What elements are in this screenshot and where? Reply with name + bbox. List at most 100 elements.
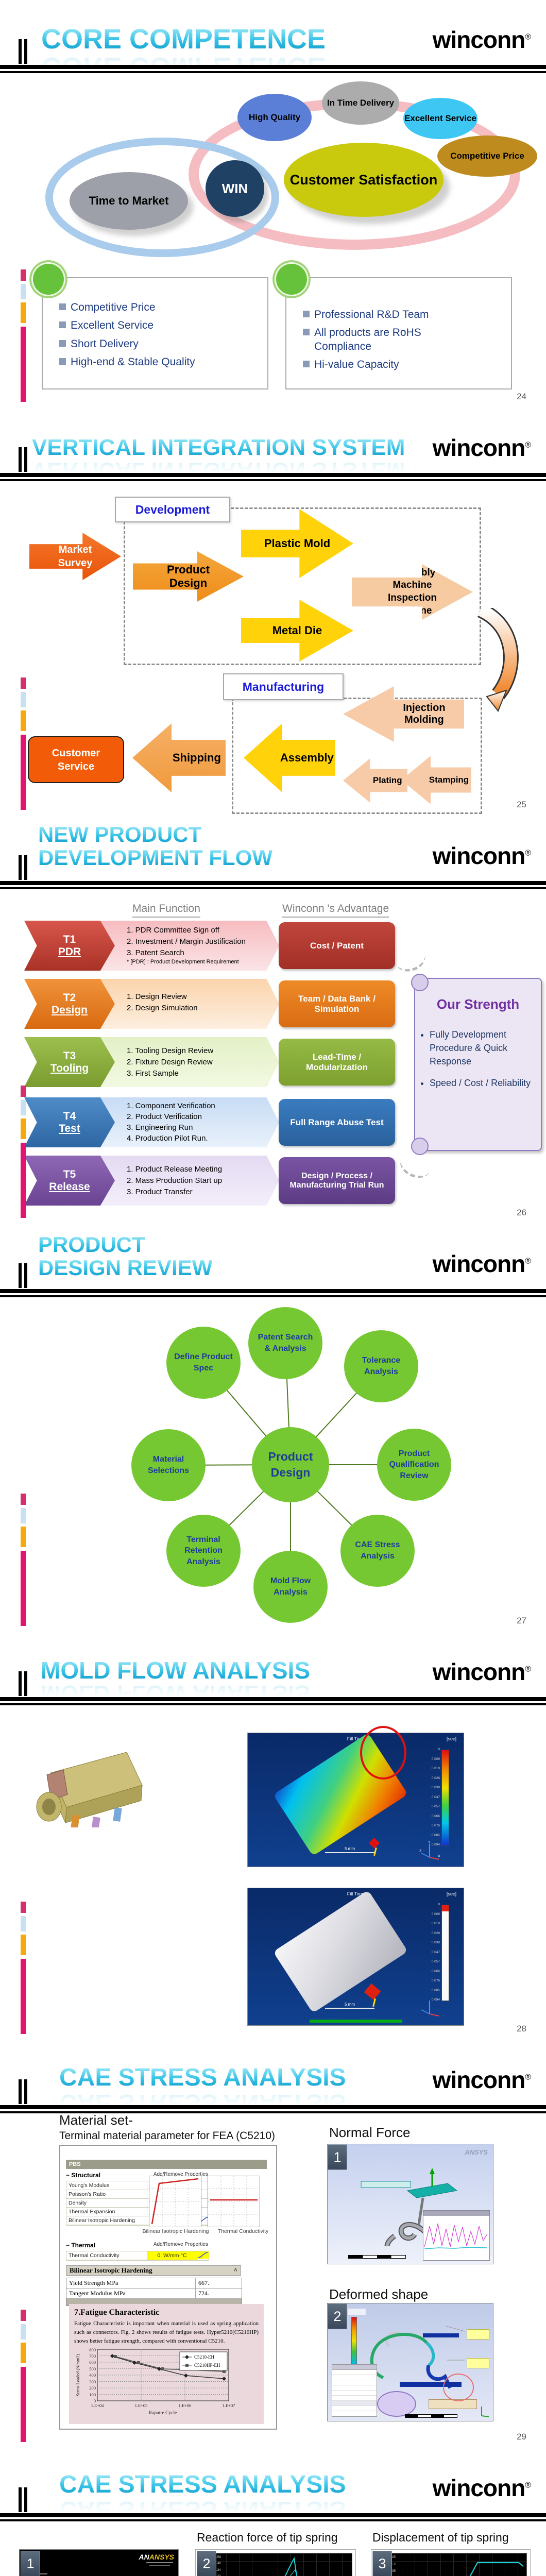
bullet-item: All products are RoHS Compliance bbox=[303, 326, 473, 353]
y-ticks: .58.46.34 .22.1-.02 -.14-.26-.38 -.5 bbox=[216, 2555, 221, 2576]
sidebar-accent-magenta bbox=[21, 2367, 26, 2442]
svg-text:400: 400 bbox=[89, 2372, 96, 2378]
structural-section: − Structural Add/Remove Properties bbox=[66, 2172, 208, 2179]
figure-badge: 1 bbox=[21, 2551, 40, 2576]
chart-caption: Bilinear Isotropic Hardening bbox=[142, 2228, 209, 2234]
green-dot-icon bbox=[33, 264, 64, 295]
bullet-item: Professional R&D Team bbox=[303, 308, 511, 321]
header-accent-bars bbox=[19, 447, 27, 472]
winconn-logo: winconn® bbox=[432, 842, 531, 869]
title-text: CAE STRESS ANALYSIS bbox=[59, 2064, 346, 2091]
customer-service-box: Customer Service bbox=[28, 736, 124, 783]
column-main-function: Main Function bbox=[132, 903, 200, 918]
chart-caption: Thermal Conductivity bbox=[217, 2228, 269, 2234]
node-mold-flow: Mold Flow Analysis bbox=[253, 1551, 328, 1623]
svg-text:Y: Y bbox=[428, 1841, 431, 1844]
result-mini-table bbox=[332, 2364, 377, 2417]
node-product-qualification: Product Qualification Review bbox=[377, 1429, 451, 1501]
header-rule-thick bbox=[0, 1697, 546, 1701]
sidebar-accent-magenta bbox=[21, 1551, 26, 1626]
dashed-connector bbox=[391, 941, 429, 976]
sidebar-accent-blue bbox=[21, 692, 26, 707]
sidebar-accent-pink bbox=[21, 677, 26, 689]
header-accent-bars bbox=[19, 39, 27, 64]
page-title: VERTICAL INTEGRATION SYSTEM VERTICAL INT… bbox=[32, 435, 405, 483]
sidebar-accent-magenta bbox=[21, 1143, 26, 1218]
node-define-product-spec: Define Product Spec bbox=[166, 1327, 241, 1399]
svg-text:1.E+06: 1.E+06 bbox=[179, 2403, 192, 2408]
svg-text:Z: Z bbox=[419, 1850, 422, 1853]
manufacturing-label: Manufacturing bbox=[223, 673, 344, 700]
curve-icon bbox=[197, 2251, 209, 2259]
title-reflection: MOLD FLOW ANALYSIS bbox=[41, 1680, 311, 1707]
bullet-item: Competitive Price bbox=[59, 301, 267, 314]
winconn-logo: winconn® bbox=[432, 2475, 531, 2501]
page-number: 27 bbox=[517, 1616, 526, 1625]
svg-text:0: 0 bbox=[94, 2398, 96, 2403]
winconn-logo: winconn® bbox=[432, 1250, 531, 1277]
ansys-watermark: ANSYS bbox=[465, 2148, 488, 2156]
legend-header bbox=[348, 2309, 366, 2315]
our-strength-scroll: Our Strength Fully Development Procedure… bbox=[411, 974, 542, 1155]
sidebar-accent-blue bbox=[21, 1508, 26, 1523]
sidebar-accent-orange bbox=[21, 2343, 26, 2363]
sidebar-accent-blue bbox=[21, 284, 26, 299]
bubble-time-to-market: Time to Market bbox=[70, 172, 188, 230]
node-terminal-retention: Terminal Retention Analysis bbox=[166, 1515, 241, 1587]
svg-text:C5210-EH: C5210-EH bbox=[194, 2354, 214, 2360]
svg-text:1.E+04: 1.E+04 bbox=[91, 2403, 105, 2408]
node-cae-stress: CAE Stress Analysis bbox=[340, 1515, 415, 1587]
bubble-competitive-price: Competitive Price bbox=[437, 135, 537, 177]
curved-down-arrow bbox=[477, 608, 519, 712]
header-rule-thin bbox=[0, 71, 546, 73]
scale-bar bbox=[405, 2414, 457, 2418]
color-scale-bar bbox=[441, 1750, 449, 1846]
fatigue-title: 7.Fatigue Characteristic bbox=[74, 2308, 160, 2317]
filename-strip bbox=[310, 2020, 402, 2023]
page-title: CAE STRESS ANALYSIS CAE STRESS ANALYSIS bbox=[59, 2064, 346, 2116]
sidebar-accent-pink bbox=[21, 1494, 26, 1505]
t2-functions: 1. Design Review 2. Design Simulation bbox=[98, 979, 279, 1029]
sidebar-accent-orange bbox=[21, 710, 26, 731]
gate-marker bbox=[364, 1983, 381, 2001]
axis-triad: Y X Z bbox=[419, 1841, 440, 1860]
bullet-item: Hi-value Capacity bbox=[303, 358, 511, 371]
fatigue-doc: 7.Fatigue Characteristic Fatigue Charact… bbox=[69, 2304, 264, 2424]
winconn-logo: winconn® bbox=[432, 26, 531, 53]
manufacturing-region bbox=[232, 698, 482, 814]
slide-core-competence: CORE COMPETENCE CORE COMPETENCE winconn®… bbox=[0, 0, 546, 408]
header-rule-thin bbox=[0, 887, 546, 889]
bubble-customer-satisfaction: Customer Satisfaction bbox=[284, 143, 443, 217]
figure-badge: 2 bbox=[197, 2551, 216, 2576]
ansys-logo: ANANSYS bbox=[139, 2553, 174, 2561]
winconn-logo: winconn® bbox=[432, 434, 531, 461]
balloon-annotation bbox=[377, 2391, 416, 2417]
sidebar-accent-blue bbox=[21, 1100, 26, 1115]
svg-text:800: 800 bbox=[89, 2347, 96, 2352]
slide-vertical-integration: VERTICAL INTEGRATION SYSTEM VERTICAL INT… bbox=[0, 408, 546, 816]
inset-chart bbox=[423, 2210, 490, 2261]
t5-functions: 1. Product Release Meeting 2. Mass Produ… bbox=[98, 1156, 279, 1206]
sidebar-accent-orange bbox=[21, 1935, 26, 1955]
development-label: Development bbox=[115, 497, 230, 522]
sidebar-accent-blue bbox=[21, 1916, 26, 1931]
header-accent-bars bbox=[19, 2487, 27, 2512]
displacement-chart: Tip spring displace 1.351.21.05 .9.75.6 … bbox=[376, 2553, 527, 2576]
t2-advantage: Team / Data Bank / Simulation bbox=[279, 980, 395, 1027]
market-survey-arrow: Market Survey bbox=[29, 533, 121, 580]
t1-advantage: Cost / Patent bbox=[279, 922, 395, 969]
reaction-force-figure: 2 force (kg) .58.46.34 .22.1-.02 -.14-.2… bbox=[195, 2549, 356, 2576]
t3-functions: 1. Tooling Design Review 2. Fixture Desi… bbox=[98, 1037, 279, 1087]
figure-badge: 2 bbox=[328, 2303, 347, 2329]
shipping-arrow: Shipping bbox=[132, 723, 226, 792]
page-number: 29 bbox=[517, 2432, 526, 2442]
node-tolerance-analysis: Tolerance Analysis bbox=[344, 1330, 418, 1402]
node-material-selections: Material Selections bbox=[131, 1429, 206, 1501]
svg-text:Stress Loaded (N/mm2): Stress Loaded (N/mm2) bbox=[75, 2354, 80, 2396]
